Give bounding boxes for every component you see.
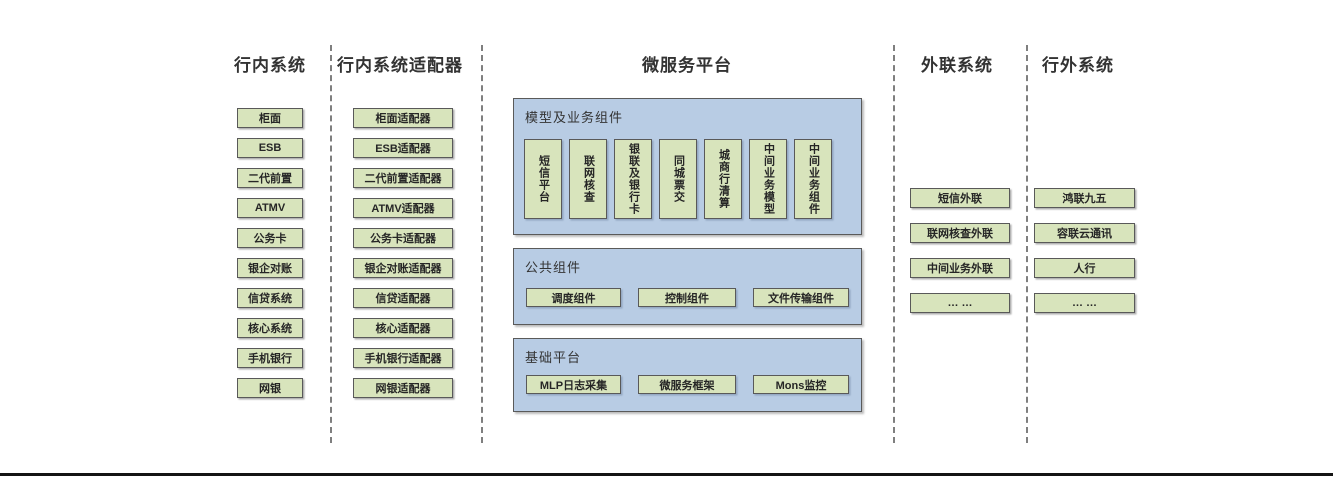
- business-component-box: 同城票交: [659, 139, 697, 219]
- business-component-box: 中间业务模型: [749, 139, 787, 219]
- external-link-box: 中间业务外联: [910, 258, 1010, 278]
- adapter-box: 银企对账适配器: [353, 258, 453, 278]
- panel-title: 模型及业务组件: [525, 110, 624, 125]
- internal-system-box: 网银: [237, 378, 303, 398]
- base-platform-box: Mons监控: [753, 375, 849, 394]
- column-divider: [893, 45, 895, 443]
- business-component-box: 中间业务组件: [794, 139, 832, 219]
- panel-title: 公共组件: [525, 260, 582, 275]
- business-component-box: 城商行清算: [704, 139, 742, 219]
- adapter-box: ATMV适配器: [353, 198, 453, 218]
- adapter-box: 信贷适配器: [353, 288, 453, 308]
- column-title-internal-adapters: 行内系统适配器: [337, 56, 463, 75]
- column-divider: [330, 45, 332, 443]
- internal-system-box: 二代前置: [237, 168, 303, 188]
- outside-system-box: 容联云通讯: [1034, 223, 1135, 243]
- external-link-box: … …: [910, 293, 1010, 313]
- internal-system-box: 信贷系统: [237, 288, 303, 308]
- internal-system-box: 公务卡: [237, 228, 303, 248]
- outside-system-box: 人行: [1034, 258, 1135, 278]
- panel-title: 基础平台: [525, 350, 582, 365]
- common-component-box: 控制组件: [638, 288, 736, 307]
- outside-system-box: 鸿联九五: [1034, 188, 1135, 208]
- internal-system-box: 柜面: [237, 108, 303, 128]
- adapter-box: 柜面适配器: [353, 108, 453, 128]
- adapter-box: 核心适配器: [353, 318, 453, 338]
- internal-system-box: ATMV: [237, 198, 303, 218]
- business-component-box: 联网核查: [569, 139, 607, 219]
- column-divider: [481, 45, 483, 443]
- base-platform-box: 微服务框架: [638, 375, 736, 394]
- external-link-box: 联网核查外联: [910, 223, 1010, 243]
- outside-system-box: … …: [1034, 293, 1135, 313]
- bottom-rule: [0, 473, 1333, 476]
- column-title-outside-systems: 行外系统: [1042, 56, 1114, 75]
- panel-model-business-components: 模型及业务组件 短信平台 联网核查 银联及银行卡 同城票交 城商行清算 中间业务…: [513, 98, 862, 235]
- column-title-microservice-platform: 微服务平台: [642, 56, 732, 75]
- adapter-box: 二代前置适配器: [353, 168, 453, 188]
- common-component-box: 文件传输组件: [753, 288, 849, 307]
- internal-system-box: 手机银行: [237, 348, 303, 368]
- base-platform-box: MLP日志采集: [526, 375, 621, 394]
- business-component-box: 银联及银行卡: [614, 139, 652, 219]
- external-link-box: 短信外联: [910, 188, 1010, 208]
- common-component-box: 调度组件: [526, 288, 621, 307]
- panel-common-components: 公共组件 调度组件 控制组件 文件传输组件: [513, 248, 862, 325]
- adapter-box: 网银适配器: [353, 378, 453, 398]
- internal-system-box: 银企对账: [237, 258, 303, 278]
- business-component-box: 短信平台: [524, 139, 562, 219]
- adapter-box: ESB适配器: [353, 138, 453, 158]
- column-divider: [1026, 45, 1028, 443]
- adapter-box: 手机银行适配器: [353, 348, 453, 368]
- adapter-box: 公务卡适配器: [353, 228, 453, 248]
- column-title-external-link-systems: 外联系统: [921, 56, 993, 75]
- internal-system-box: 核心系统: [237, 318, 303, 338]
- internal-system-box: ESB: [237, 138, 303, 158]
- panel-base-platform: 基础平台 MLP日志采集 微服务框架 Mons监控: [513, 338, 862, 412]
- column-title-internal-systems: 行内系统: [234, 56, 306, 75]
